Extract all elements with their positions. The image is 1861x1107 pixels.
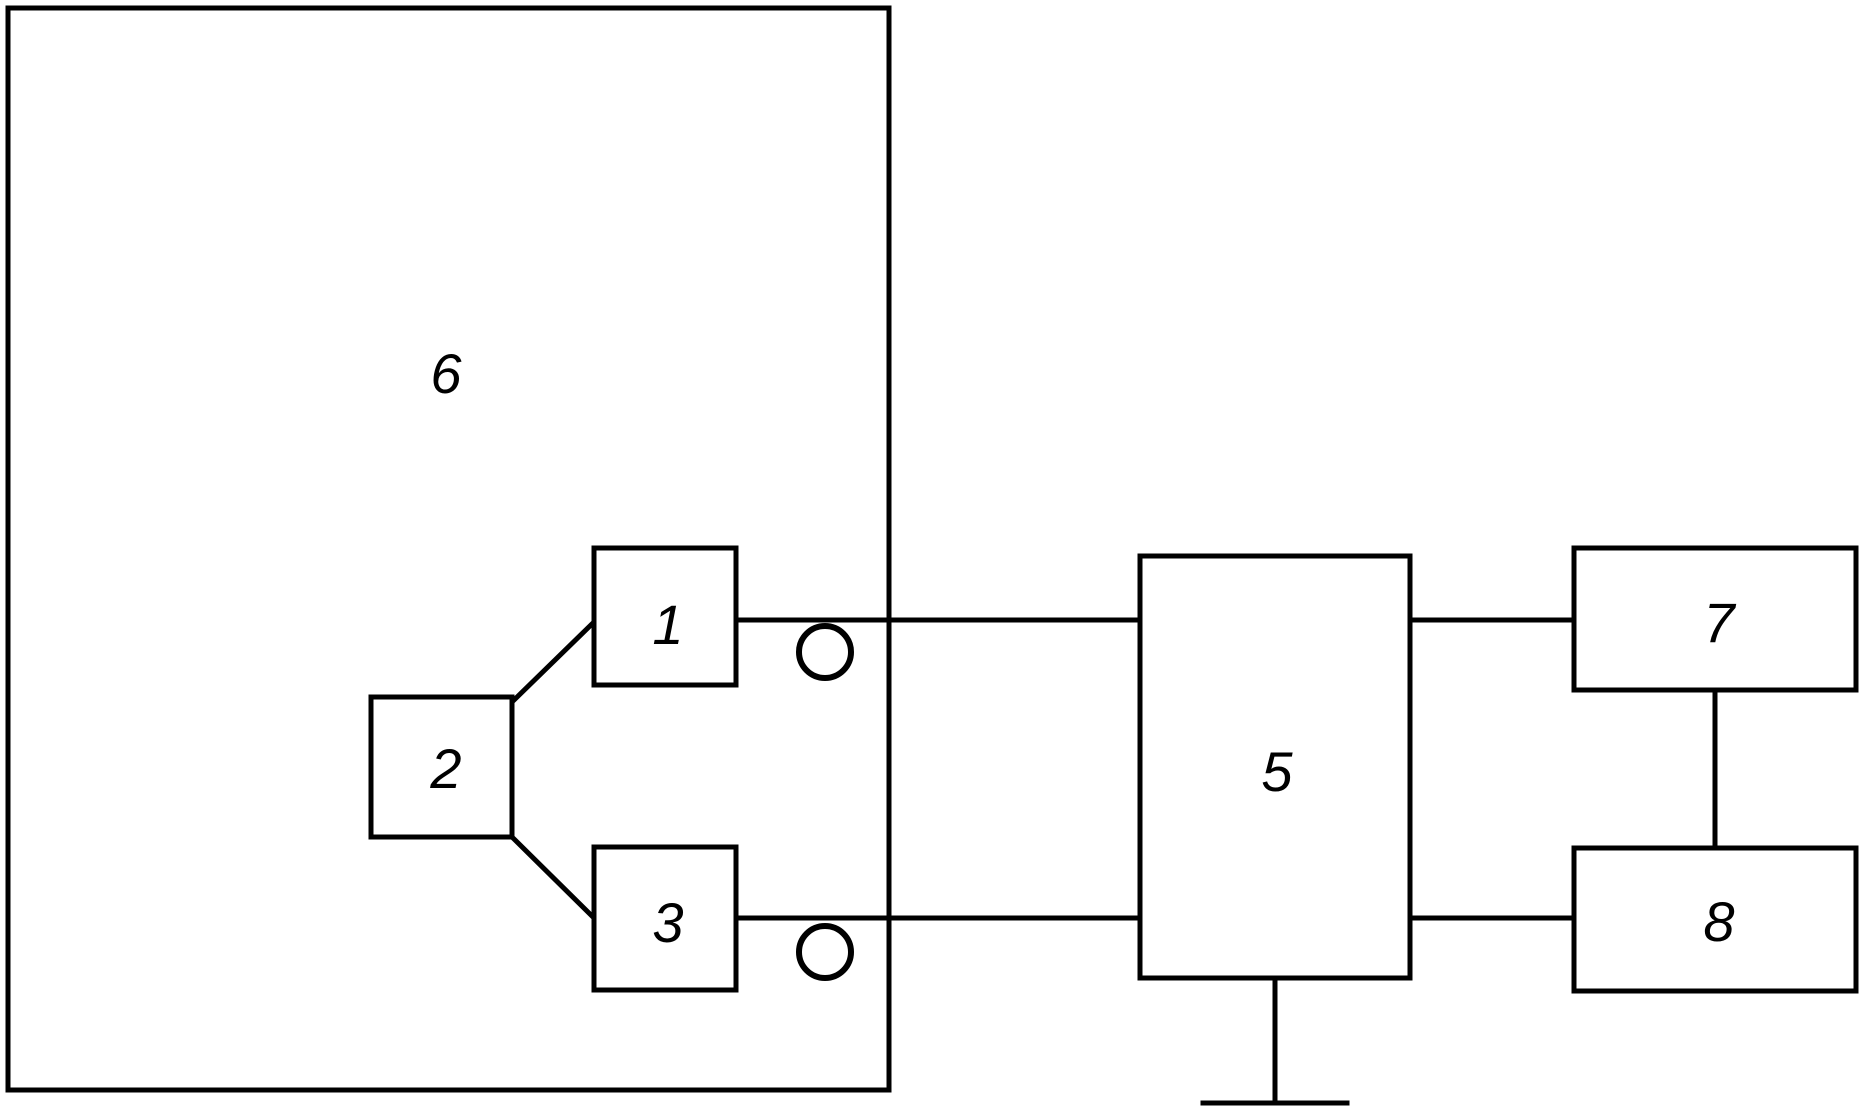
- block-2-label: 2: [429, 737, 461, 800]
- block-1: [591, 545, 739, 688]
- block-1-label: 1: [652, 593, 683, 656]
- block-6: [5, 5, 892, 1093]
- block-8-label: 8: [1703, 890, 1734, 953]
- block-3-label: 3: [652, 891, 683, 954]
- block-5-label: 5: [1261, 740, 1293, 803]
- block-7-label: 7: [1703, 591, 1736, 654]
- port-lower: [796, 923, 854, 981]
- block-5: [1137, 553, 1413, 981]
- wire-2-to-1: [508, 618, 598, 706]
- block-8: [1571, 845, 1859, 994]
- port-upper: [796, 623, 854, 681]
- block-6-label: 6: [430, 342, 462, 405]
- block-2: [368, 694, 515, 840]
- block-3: [591, 844, 739, 993]
- block-7: [1571, 545, 1859, 693]
- wire-2-to-3: [508, 833, 598, 922]
